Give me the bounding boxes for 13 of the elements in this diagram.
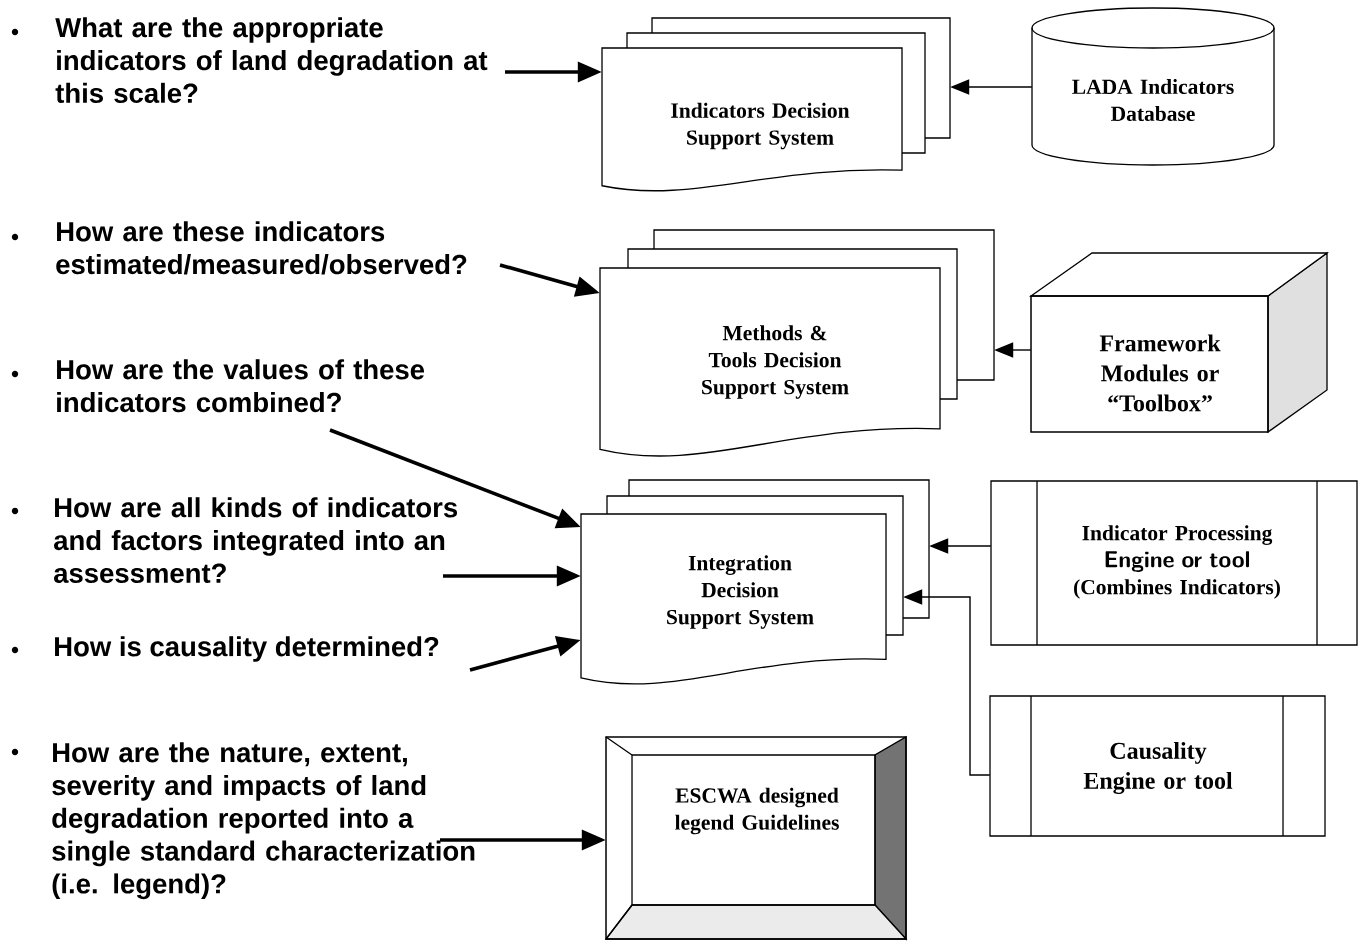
question-text: How are the nature, extent, severity and impacts of land degradation reported into a single standard characterization (i.e. legend)?: [52, 742, 475, 900]
document-stack: Indicators Decision Support System: [601, 17, 951, 192]
document-stack: Integration Decision Support System: [580, 479, 930, 685]
question-text: What are the appropriate indicators of land degradation at this scale?: [55, 17, 488, 103]
process-box: Causality Engine or tool: [989, 695, 1326, 837]
question-text: How is causality determined?: [55, 636, 439, 662]
question-text: How are all kinds of indicators and factors integrated into an assessment?: [54, 497, 457, 583]
question-text: How are the values of these indicators combined?: [57, 359, 425, 413]
database-cylinder: LADA Indicators Database: [1031, 7, 1275, 166]
document-stack: Methods & Tools Decision Support System: [599, 229, 995, 457]
process-box: Indicator Processing Engine or tool (Combines Indicators): [990, 480, 1358, 646]
question-text: How are these indicators estimated/measured/observed?: [56, 221, 467, 275]
node-label: LADA Indicators Database: [1072, 78, 1234, 122]
